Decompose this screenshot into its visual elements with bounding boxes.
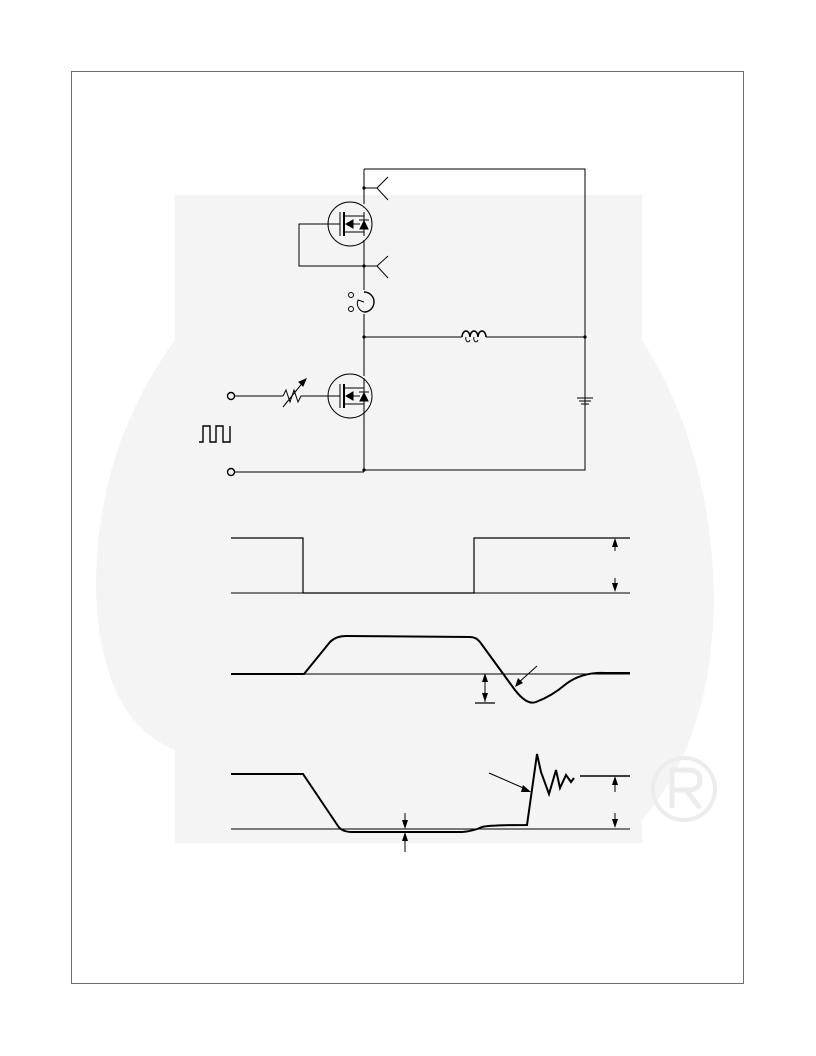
ringing-pointer-arrow (488, 772, 529, 791)
outer-loop-wire (364, 168, 586, 471)
square-pulse-icon (199, 425, 231, 443)
lower-mosfet-driver (327, 373, 373, 419)
watermark-body (175, 195, 642, 843)
dc-supply (577, 397, 593, 405)
watermark-right-lobe (642, 340, 714, 820)
upper-probe-tip (364, 176, 389, 201)
input-terminal-bottom (226, 467, 236, 477)
lower-probe-tip (364, 255, 389, 279)
junction-dots (362, 186, 587, 472)
waveform-diagram (231, 537, 630, 852)
diode-current-trace (231, 634, 630, 704)
gate-drive-pulse (231, 537, 630, 594)
page-frame (71, 71, 744, 984)
watermark-left-lobe (95, 340, 175, 750)
test-circuit (199, 168, 593, 477)
inductor (461, 330, 487, 343)
watermark (95, 195, 717, 843)
variable-resistor (282, 378, 340, 408)
input-terminal-top (226, 391, 236, 401)
diode-voltage-trace (231, 753, 630, 852)
registered-trademark-icon (651, 756, 717, 822)
upper-mosfet-dut (298, 201, 373, 267)
current-probe (348, 291, 375, 313)
